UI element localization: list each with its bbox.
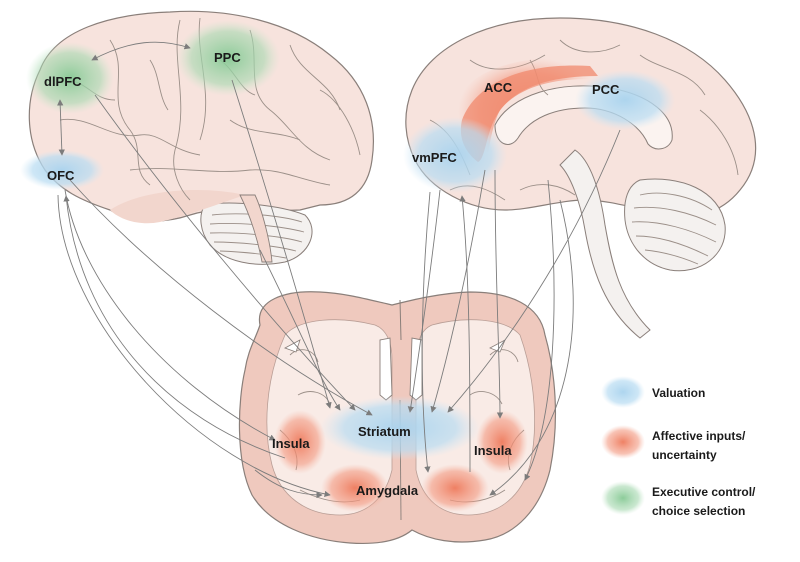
pcc-label: PCC bbox=[592, 82, 620, 97]
amygdala-left-region bbox=[321, 464, 389, 512]
legend: Valuation Affective inputs/ uncertainty … bbox=[601, 376, 756, 518]
lateral-brain-outline bbox=[28, 10, 375, 222]
legend-label-valuation: Valuation bbox=[652, 386, 705, 400]
medial-cerebellum-folia bbox=[631, 192, 717, 265]
legend-item-valuation: Valuation bbox=[601, 376, 705, 408]
legend-label-executive-1: Executive control/ bbox=[652, 485, 756, 499]
vmpfc-region bbox=[403, 117, 507, 193]
ofc-region bbox=[20, 150, 104, 190]
amygdala-label: Amygdala bbox=[356, 483, 419, 498]
ppc-label: PPC bbox=[214, 50, 241, 65]
insula-right-region bbox=[476, 410, 528, 474]
insula-right-label: Insula bbox=[474, 443, 512, 458]
legend-label-affective-1: Affective inputs/ bbox=[652, 429, 746, 443]
dlpfc-label: dlPFC bbox=[44, 74, 82, 89]
striatum-label: Striatum bbox=[358, 424, 411, 439]
medial-brainstem bbox=[559, 149, 651, 339]
legend-item-affective: Affective inputs/ uncertainty bbox=[601, 425, 746, 462]
insula-left-label: Insula bbox=[272, 436, 310, 451]
lateral-brain bbox=[28, 10, 375, 265]
legend-label-executive-2: choice selection bbox=[652, 504, 745, 518]
legend-swatch-executive bbox=[601, 481, 645, 515]
legend-swatch-valuation bbox=[601, 376, 645, 408]
medial-brain bbox=[405, 17, 757, 339]
amygdala-right-region bbox=[421, 464, 489, 512]
medial-cerebellum bbox=[624, 178, 726, 272]
vmpfc-label: vmPFC bbox=[412, 150, 457, 165]
connection-arrows bbox=[57, 41, 621, 499]
legend-swatch-affective bbox=[601, 425, 645, 459]
ofc-label: OFC bbox=[47, 168, 75, 183]
striatum-region bbox=[320, 396, 480, 460]
legend-item-executive: Executive control/ choice selection bbox=[601, 481, 756, 518]
ppc-region bbox=[176, 20, 280, 96]
acc-label: ACC bbox=[484, 80, 513, 95]
insula-left-region bbox=[274, 410, 326, 474]
legend-label-affective-2: uncertainty bbox=[652, 448, 717, 462]
pcc-region bbox=[575, 70, 675, 130]
